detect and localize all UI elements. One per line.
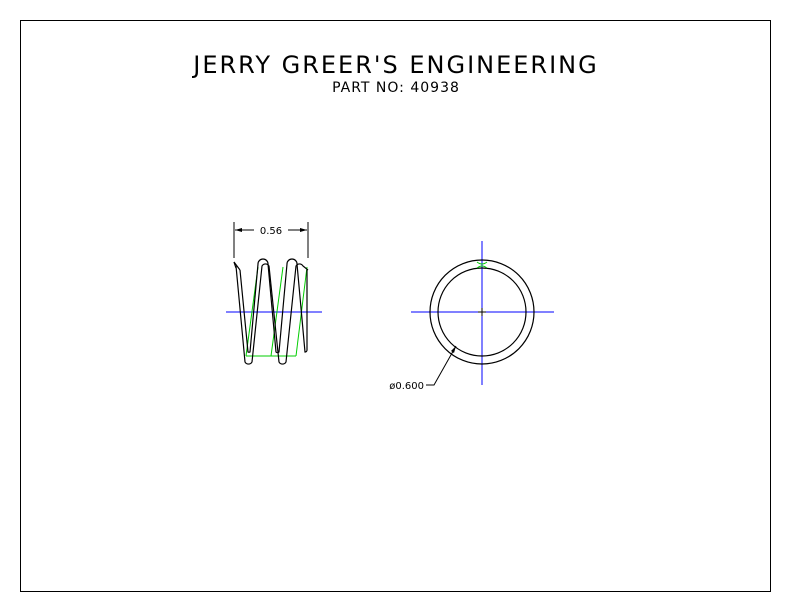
drawing-border	[20, 20, 771, 592]
diameter-dimension-label: ø0.600	[389, 381, 424, 392]
wire-end-mark	[476, 261, 488, 269]
width-dimension	[233, 222, 309, 258]
company-title: JERRY GREER'S ENGINEERING	[193, 51, 599, 79]
outer-diameter-circle	[429, 259, 535, 365]
inner-diameter-circle	[437, 267, 527, 357]
spring-end-view: ø0.600	[389, 241, 554, 392]
part-number: PART NO: 40938	[332, 80, 460, 96]
spring-side-view: 0.56	[226, 222, 322, 365]
spring-coil-outline	[235, 263, 309, 365]
width-dimension-label: 0.56	[260, 226, 282, 237]
spring-coil-inner-outline	[239, 258, 308, 354]
spring-end-left-inner	[233, 261, 241, 271]
diameter-leader	[426, 345, 457, 386]
